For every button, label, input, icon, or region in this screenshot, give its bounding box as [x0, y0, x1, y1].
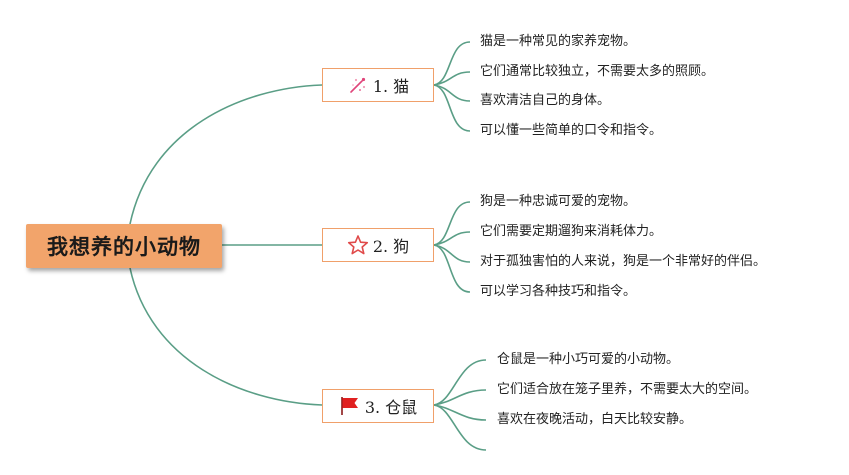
branch-topic-dog[interactable]: 2. 狗: [322, 228, 434, 262]
leaf-dog-1[interactable]: 狗是一种忠诚可爱的宠物。: [480, 194, 637, 209]
connector-root-branch-3: [129, 267, 323, 406]
leaf-cat-4[interactable]: 可以懂一些简单的口令和指令。: [480, 123, 663, 138]
branch-topic-label: 1. 猫: [372, 77, 410, 96]
leaf-dog-2[interactable]: 它们需要定期遛狗来消耗体力。: [480, 224, 663, 239]
connector-branch-1-leaf-4: [433, 84, 471, 132]
leaf-hamster-3[interactable]: 喜欢在夜晚活动，白天比较安静。: [497, 412, 693, 427]
connector-branch-1-leaf-1: [433, 41, 471, 86]
connector-branch-3-leaf-2: [433, 389, 487, 406]
connector-branch-2-leaf-2: [433, 231, 471, 246]
branch-topic-cat[interactable]: 1. 猫: [322, 68, 434, 102]
leaf-cat-1[interactable]: 猫是一种常见的家养宠物。: [480, 34, 637, 49]
sparkle-icon: [347, 74, 369, 96]
connector-root-branch-1: [129, 84, 323, 225]
red-flag-icon: [339, 395, 361, 417]
branch-topic-hamster[interactable]: 3. 仓鼠: [322, 389, 434, 423]
leaf-hamster-1[interactable]: 仓鼠是一种小巧可爱的小动物。: [497, 352, 680, 367]
leaf-hamster-2[interactable]: 它们适合放在笼子里养，不需要太大的空间。: [497, 382, 758, 397]
leaf-dog-4[interactable]: 可以学习各种技巧和指令。: [480, 284, 637, 299]
branch-topic-label: 3. 仓鼠: [364, 398, 418, 417]
root-topic[interactable]: 我想养的小动物: [26, 224, 222, 268]
star-outline-icon: [347, 234, 369, 256]
branch-topic-label: 2. 狗: [372, 237, 410, 256]
leaf-cat-2[interactable]: 它们通常比较独立，不需要太多的照顾。: [480, 64, 715, 79]
connector-branch-2-leaf-1: [433, 201, 471, 246]
connector-branch-3-leaf-1: [433, 359, 487, 406]
connector-branch-3-leaf-3: [433, 404, 487, 421]
connector-branch-1-leaf-2: [433, 71, 471, 86]
connector-branch-2-leaf-4: [433, 244, 471, 293]
leaf-cat-3[interactable]: 喜欢清洁自己的身体。: [480, 93, 611, 108]
leaf-dog-3[interactable]: 对于孤独害怕的人来说，狗是一个非常好的伴侣。: [480, 254, 767, 269]
connector-branch-3-leaf-4: [433, 404, 487, 451]
root-topic-label: 我想养的小动物: [47, 235, 201, 259]
